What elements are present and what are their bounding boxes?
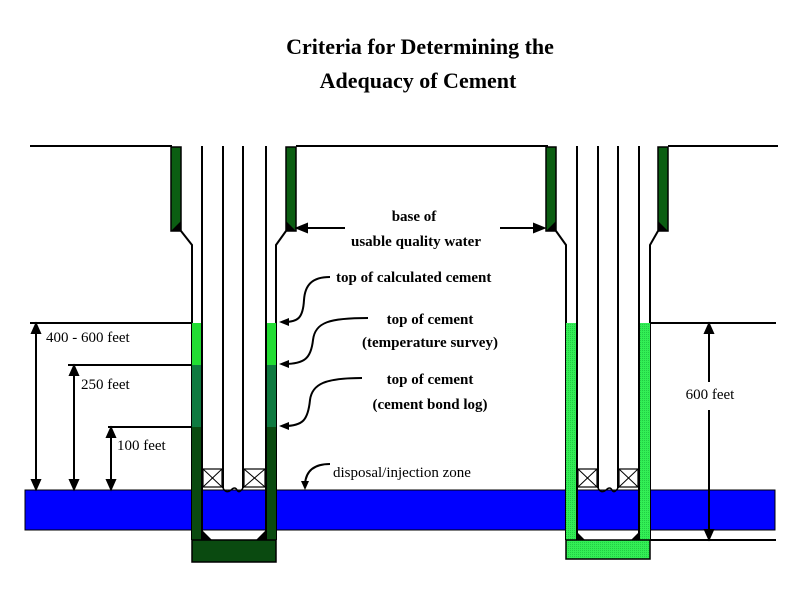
- right-well-shoe-left: [546, 221, 556, 231]
- left-well-calculated-cement-right: [266, 323, 276, 365]
- left-well-packer-left: [202, 468, 223, 488]
- arrow-temp-survey: [283, 317, 369, 365]
- diagram-title-line-2: Adequacy of Cement: [320, 68, 517, 93]
- right-well-tubing-end: [597, 487, 619, 493]
- left-well-packer-right: [243, 468, 266, 488]
- dim-label-600: 600 feet: [686, 387, 736, 403]
- label-base-usable-water-1: base of: [392, 209, 438, 225]
- dim-arrowhead: [30, 479, 42, 492]
- injection-zone-band: [24, 489, 776, 531]
- label-base-usable-water-2: usable quality water: [351, 234, 481, 250]
- right-well-corner-left: [577, 532, 585, 540]
- dim-arrowhead: [30, 321, 42, 334]
- left-well-bond-log-cement-left: [192, 427, 202, 540]
- right-well-corner-right: [631, 532, 639, 540]
- dim-label-100: 100 feet: [117, 438, 167, 454]
- label-top-cement-temp-1: top of cement: [387, 312, 474, 328]
- label-top-cement-temp-2: (temperature survey): [362, 335, 498, 351]
- left-well: [170, 146, 297, 563]
- arrowhead: [279, 318, 289, 326]
- right-well-packer-left: [577, 468, 598, 488]
- label-top-cement-cbl-2: (cement bond log): [373, 397, 488, 413]
- arrow-injection-zone: [304, 463, 331, 485]
- arrowhead: [279, 360, 289, 368]
- arrowhead: [301, 481, 309, 490]
- right-well-surface-cement-left: [545, 146, 557, 232]
- label-top-calculated-cement: top of calculated cement: [336, 270, 491, 286]
- arrowhead: [533, 222, 547, 234]
- dim-label-400-600: 400 - 600 feet: [46, 330, 131, 346]
- left-well-corner-left: [202, 530, 212, 540]
- label-top-cement-cbl-1: top of cement: [387, 372, 474, 388]
- dim-arrowhead: [68, 363, 80, 376]
- left-well-corner-right: [256, 530, 266, 540]
- right-well-bottom-cement: [565, 539, 651, 560]
- left-well-temp-survey-cement-left: [192, 365, 202, 427]
- left-well-surface-cement-right: [285, 146, 297, 232]
- right-well-surface-cement-right: [657, 146, 669, 232]
- label-injection-zone: disposal/injection zone: [333, 465, 471, 481]
- arrowhead: [279, 422, 289, 430]
- arrow-calculated-cement: [283, 276, 331, 323]
- left-well-bond-log-cement-right: [266, 427, 276, 540]
- arrowhead: [294, 222, 308, 234]
- dim-arrowhead: [703, 529, 715, 542]
- diagram-title-line-1: Criteria for Determining the: [286, 34, 554, 59]
- right-well-shoe-right: [658, 221, 668, 231]
- arrow-bond-log: [283, 377, 363, 427]
- dim-label-250: 250 feet: [81, 377, 131, 393]
- left-well-calculated-cement-left: [192, 323, 202, 365]
- left-well-surface-cement-left: [170, 146, 182, 232]
- left-well-shoe-left: [171, 221, 181, 231]
- right-well-packer-right: [618, 468, 639, 488]
- right-well-cement-right: [639, 323, 650, 540]
- left-well-shoe-right: [286, 221, 296, 231]
- left-well-bottom-cement: [191, 539, 277, 563]
- right-well: [545, 146, 669, 560]
- right-well-cement-left: [566, 323, 577, 540]
- left-well-temp-survey-cement-right: [266, 365, 276, 427]
- dim-arrowhead: [105, 425, 117, 438]
- dim-arrowhead: [105, 479, 117, 492]
- dim-arrowhead: [703, 321, 715, 334]
- dim-arrowhead: [68, 479, 80, 492]
- left-well-tubing-end: [222, 487, 244, 493]
